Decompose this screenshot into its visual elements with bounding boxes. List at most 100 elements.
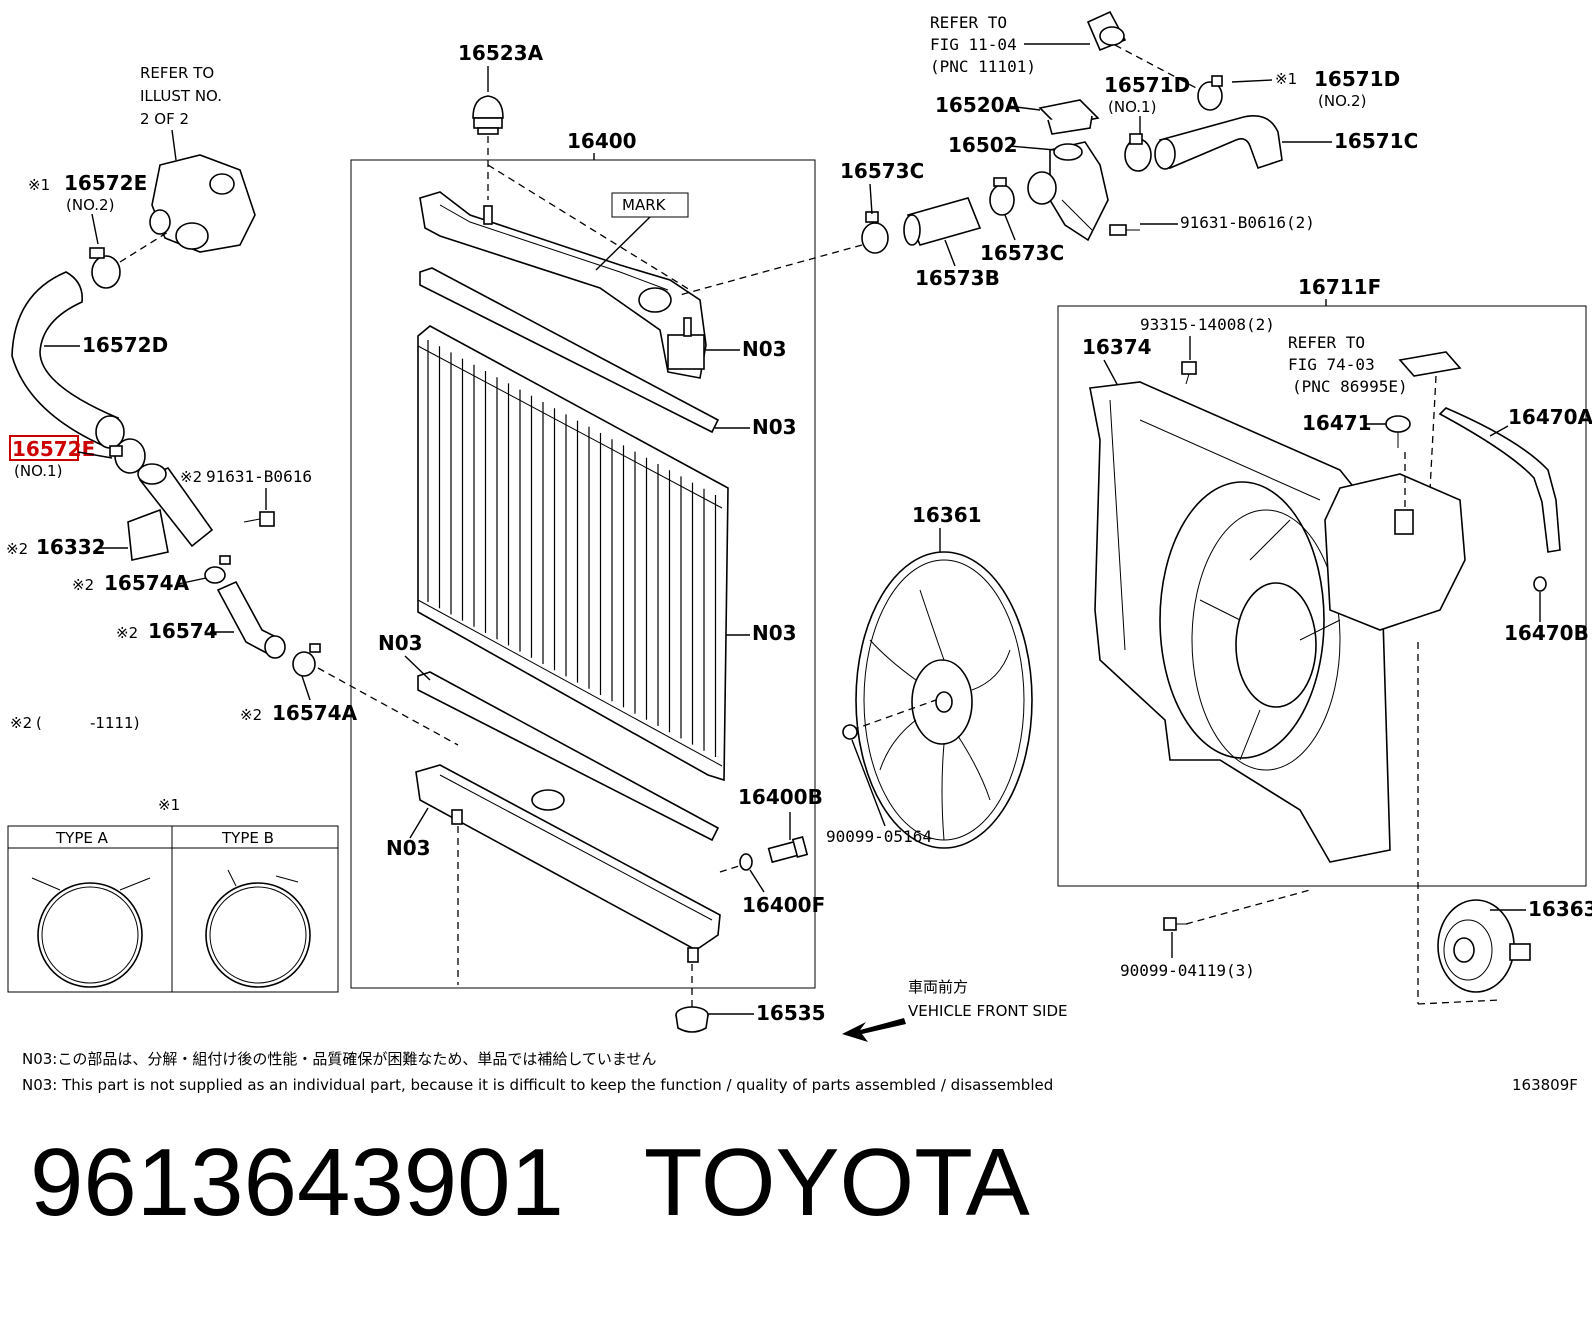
label-n03-lower-gasket[interactable]: N03: [378, 631, 423, 655]
star2-91631-b0616[interactable]: ※2: [180, 468, 202, 486]
star2-16332[interactable]: ※2: [6, 540, 28, 558]
clamp-16573c-right: [989, 177, 1015, 216]
type-b-label[interactable]: TYPE B: [221, 829, 274, 847]
label-16363[interactable]: 16363: [1528, 897, 1592, 921]
filler-neck-16502: [1027, 141, 1109, 242]
label-16470a[interactable]: 16470A: [1508, 405, 1592, 429]
label-16571d-no1[interactable]: 16571D: [1104, 73, 1190, 97]
screw-93315-14008: [1181, 361, 1197, 385]
label-n03-upper-tank[interactable]: N03: [742, 337, 787, 361]
pipe-16332: [127, 463, 214, 561]
clamp-16571d-no2: [1197, 75, 1223, 111]
label-16571d-no2[interactable]: 16571D: [1314, 67, 1400, 91]
label-16574a-lower[interactable]: 16574A: [272, 701, 358, 725]
label-16571d-no2-sub[interactable]: (NO.2): [1318, 92, 1366, 110]
label-refer-illust-line3[interactable]: 2 OF 2: [140, 110, 189, 128]
label-16571d-no1-sub[interactable]: (NO.1): [1108, 98, 1156, 116]
label-refer74-line3[interactable]: (PNC 86995E): [1292, 377, 1408, 396]
radiator-cap-16520a: [1038, 99, 1100, 135]
label-16572e-no2-sub[interactable]: (NO.2): [66, 196, 114, 214]
bolt-91631-b0616: [243, 511, 275, 527]
note2-prefix[interactable]: ※2: [10, 714, 32, 732]
label-refer-illust-line1[interactable]: REFER TO: [140, 64, 214, 82]
label-refer-illust-line2[interactable]: ILLUST NO.: [140, 87, 222, 105]
hose-16573b: [903, 197, 982, 246]
upper-tank: [419, 191, 707, 379]
label-16361[interactable]: 16361: [912, 503, 982, 527]
label-16574[interactable]: 16574: [148, 619, 218, 643]
clamp-type-b-illustration: [205, 869, 311, 988]
clamp-16571d-no1: [1124, 133, 1152, 172]
hose-16572d: [11, 271, 125, 449]
label-n03-upper-gasket[interactable]: N03: [752, 415, 797, 439]
label-90099-04119[interactable]: 90099-04119(3): [1120, 961, 1255, 980]
clamp-type-a-illustration: [31, 877, 151, 988]
diagram-code[interactable]: 163809F: [1512, 1076, 1578, 1094]
label-16572d[interactable]: 16572D: [82, 333, 168, 357]
label-16574a-upper[interactable]: 16574A: [104, 571, 190, 595]
label-91631-b0616-2[interactable]: 91631-B0616(2): [1180, 213, 1315, 232]
label-16571c[interactable]: 16571C: [1334, 129, 1418, 153]
label-n03-core[interactable]: N03: [752, 621, 797, 645]
fan-motor-16363: [1437, 899, 1531, 993]
o-ring-16400f: [739, 853, 753, 871]
nut-90099-05164: [842, 724, 858, 740]
hose-16470a: [1438, 407, 1561, 553]
lower-gasket: [417, 671, 720, 842]
label-16520a[interactable]: 16520A: [935, 93, 1021, 117]
star2-16574a-lower[interactable]: ※2: [240, 706, 262, 724]
label-16572e-no1-sub[interactable]: (NO.1): [14, 462, 62, 480]
label-93315-14008[interactable]: 93315-14008(2): [1140, 315, 1275, 334]
type-a-label[interactable]: TYPE A: [55, 829, 109, 847]
label-16572e-no2[interactable]: 16572E: [64, 171, 147, 195]
star1-16571d[interactable]: ※1: [1275, 70, 1297, 88]
highlight-box-16572e: [9, 435, 79, 461]
label-refer-fig-line3[interactable]: (PNC 11101): [930, 57, 1036, 76]
brand-name: TOYOTA: [643, 1129, 1030, 1236]
hose-16574: [216, 580, 286, 659]
label-16502[interactable]: 16502: [948, 133, 1018, 157]
label-refer-fig-line1[interactable]: REFER TO: [930, 13, 1007, 32]
label-90099-05164[interactable]: 90099-05164: [826, 827, 932, 846]
bolt-90099-04119: [1163, 917, 1188, 931]
label-16400f[interactable]: 16400F: [742, 893, 825, 917]
note2-open[interactable]: (: [36, 714, 42, 732]
label-91631-b0616[interactable]: 91631-B0616: [206, 467, 312, 486]
label-16711f[interactable]: 16711F: [1298, 275, 1381, 299]
label-16573c-right[interactable]: 16573C: [980, 241, 1064, 265]
label-16400[interactable]: 16400: [567, 129, 637, 153]
radiator-core: [417, 325, 729, 782]
label-16471[interactable]: 16471: [1302, 411, 1372, 435]
label-16470b[interactable]: 16470B: [1504, 621, 1589, 645]
front-side-jp[interactable]: 車両前方: [908, 978, 968, 996]
label-n03-lower-tank[interactable]: N03: [386, 836, 431, 860]
front-side-en[interactable]: VEHICLE FRONT SIDE: [908, 1002, 1068, 1020]
grommet-16535: [675, 1006, 709, 1033]
note-en[interactable]: N03: This part is not supplied as an ind…: [22, 1076, 1053, 1094]
label-mark[interactable]: MARK: [622, 196, 667, 214]
label-16573c-left[interactable]: 16573C: [840, 159, 924, 183]
star2-16574[interactable]: ※2: [116, 624, 138, 642]
upper-gasket: [419, 267, 720, 434]
star2-16574a-upper[interactable]: ※2: [72, 576, 94, 594]
note2-value[interactable]: -1111): [90, 714, 139, 732]
star1-16572e-top[interactable]: ※1: [28, 176, 50, 194]
label-16332[interactable]: 16332: [36, 535, 106, 559]
label-refer74-line2[interactable]: FIG 74-03: [1288, 355, 1375, 374]
label-refer74-line1[interactable]: REFER TO: [1288, 333, 1365, 352]
label-16400b[interactable]: 16400B: [738, 785, 823, 809]
type-table-header[interactable]: ※1: [158, 796, 180, 814]
core-fins: [427, 340, 717, 757]
cooling-fan-16361: [855, 551, 1033, 849]
label-16572e-no1-highlighted[interactable]: 16572E: [12, 437, 95, 461]
label-16535[interactable]: 16535: [756, 1001, 826, 1025]
part-number: 9613643901: [30, 1129, 564, 1236]
label-16573b[interactable]: 16573B: [915, 266, 1000, 290]
label-16523a[interactable]: 16523A: [458, 41, 544, 65]
reservoir-tank: [1324, 473, 1466, 631]
bolt-91631-b0616-2: [1109, 224, 1140, 236]
label-16374[interactable]: 16374: [1082, 335, 1152, 359]
label-refer-fig-line2[interactable]: FIG 11-04: [930, 35, 1017, 54]
note-jp[interactable]: N03:この部品は、分解・組付け後の性能・品質確保が困難なため、単品では補給して…: [22, 1050, 656, 1068]
clamp-16574a-upper: [204, 555, 231, 584]
